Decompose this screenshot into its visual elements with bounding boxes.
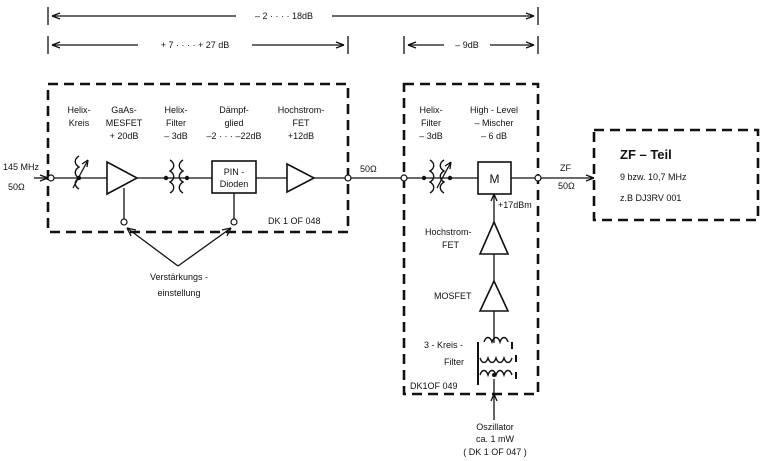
module1-output-node	[344, 174, 352, 182]
helix-kreis-icon	[72, 155, 89, 190]
label-gaas-mesfet: GaAs- MESFET + 20dB	[106, 105, 143, 141]
hochstrom-fet-1-amplifier-icon	[286, 162, 316, 194]
svg-text:glied: glied	[224, 118, 243, 128]
svg-text:– 3dB: – 3dB	[419, 131, 443, 141]
svg-text:Oszillator: Oszillator	[476, 422, 514, 432]
lo-arrow-icon	[490, 193, 498, 202]
zf-output: ZF 50Ω	[541, 163, 595, 191]
svg-text:Kreis: Kreis	[69, 118, 90, 128]
span-left-label: + 7 · · · · + 27 dB	[161, 40, 230, 50]
zf-teil-ref: z.B DJ3RV 001	[620, 193, 681, 203]
svg-text:ca. 1 mW: ca. 1 mW	[476, 434, 515, 444]
svg-text:Helix-: Helix-	[164, 105, 187, 115]
svg-text:–2 · · · –22dB: –2 · · · –22dB	[206, 131, 261, 141]
svg-text:einstellung: einstellung	[157, 288, 200, 298]
svg-text:Filter: Filter	[421, 118, 441, 128]
span-total-label: – 2 · · · · 18dB	[255, 11, 313, 21]
svg-text:Verstärkungs -: Verstärkungs -	[150, 272, 208, 282]
svg-text:+12dB: +12dB	[288, 131, 314, 141]
svg-text:( DK 1 OF 047 ): ( DK 1 OF 047 )	[463, 447, 527, 457]
helix-filter-1-icon	[163, 159, 190, 194]
zf-teil-freq: 9 bzw. 10,7 MHz	[620, 172, 687, 182]
svg-text:Helix-: Helix-	[67, 105, 90, 115]
mixer-block: M	[477, 161, 512, 195]
mixer-symbol: M	[490, 172, 500, 186]
module2-label: DK1OF 049	[410, 381, 458, 391]
oscillator-input	[490, 379, 498, 420]
svg-text:GaAs-: GaAs-	[111, 105, 137, 115]
span-left: + 7 · · · · + 27 dB	[47, 36, 349, 54]
kreisfilter-icon	[477, 336, 517, 385]
svg-text:3 - Kreis -: 3 - Kreis -	[424, 340, 463, 350]
span-right: – 9dB	[403, 36, 539, 54]
pin-dioden-attenuator: PIN - Dioden	[211, 160, 257, 226]
label-helix-kreis: Helix- Kreis	[67, 105, 90, 128]
input-port: 145 MHz 50Ω	[3, 162, 55, 192]
svg-text:50Ω: 50Ω	[558, 181, 575, 191]
label-helix-filter-1: Helix- Filter – 3dB	[164, 105, 188, 141]
label-kreisfilter: 3 - Kreis - Filter	[424, 340, 464, 367]
svg-text:FET: FET	[293, 118, 311, 128]
gaas-mesfet-amplifier-icon	[106, 160, 139, 226]
module-dk1of049-box	[402, 82, 540, 396]
svg-text:– 3dB: – 3dB	[164, 131, 188, 141]
module1-label: DK 1 OF 048	[268, 216, 321, 226]
svg-text:Helix-: Helix-	[419, 105, 442, 115]
svg-text:FET: FET	[442, 240, 460, 250]
svg-text:Dioden: Dioden	[220, 179, 249, 189]
svg-text:+ 20dB: + 20dB	[110, 131, 139, 141]
label-hochstrom-fet-2: Hochstrom- FET	[425, 227, 472, 250]
svg-text:High - Level: High - Level	[470, 105, 518, 115]
label-helix-filter-2: Helix- Filter – 3dB	[419, 105, 443, 141]
label-high-level-mischer: High - Level – Mischer – 6 dB	[470, 105, 518, 141]
label-hochstrom-fet-1: Hochstrom- FET +12dB	[278, 105, 325, 141]
svg-text:Hochstrom-: Hochstrom-	[425, 227, 472, 237]
mid-impedance: 50Ω	[360, 164, 377, 174]
svg-text:Filter: Filter	[166, 118, 186, 128]
svg-text:– Mischer: – Mischer	[474, 118, 513, 128]
svg-text:Dämpf-: Dämpf-	[219, 105, 249, 115]
lo-level: +17dBm	[498, 200, 532, 210]
input-freq: 145 MHz	[3, 162, 40, 172]
input-impedance: 50Ω	[8, 182, 25, 192]
svg-text:PIN -: PIN -	[224, 167, 245, 177]
module2-output-node	[534, 174, 542, 182]
svg-text:MESFET: MESFET	[106, 118, 143, 128]
svg-text:– 6 dB: – 6 dB	[481, 131, 507, 141]
module2-input-node	[400, 174, 408, 182]
zf-teil-title: ZF – Teil	[620, 147, 672, 162]
helix-filter-2-icon	[421, 159, 453, 194]
hochstrom-fet-2-amplifier-icon	[478, 220, 510, 255]
gain-control-arrows	[126, 227, 232, 267]
zf-teil-box: ZF – Teil 9 bzw. 10,7 MHz z.B DJ3RV 001	[592, 128, 760, 222]
label-oszillator: Oszillator ca. 1 mW ( DK 1 OF 047 )	[463, 422, 527, 457]
module-dk1of048-box	[46, 82, 350, 234]
mosfet-amplifier-icon	[478, 279, 510, 312]
span-total: – 2 · · · · 18dB	[47, 7, 539, 25]
label-daempfglied: Dämpf- glied –2 · · · –22dB	[206, 105, 261, 141]
label-mosfet: MOSFET	[434, 291, 472, 301]
svg-text:ZF: ZF	[560, 163, 571, 173]
svg-text:Filter: Filter	[444, 357, 464, 367]
span-right-label: – 9dB	[455, 40, 479, 50]
svg-text:Hochstrom-: Hochstrom-	[278, 105, 325, 115]
label-verstaerkungseinstellung: Verstärkungs - einstellung	[150, 272, 208, 298]
